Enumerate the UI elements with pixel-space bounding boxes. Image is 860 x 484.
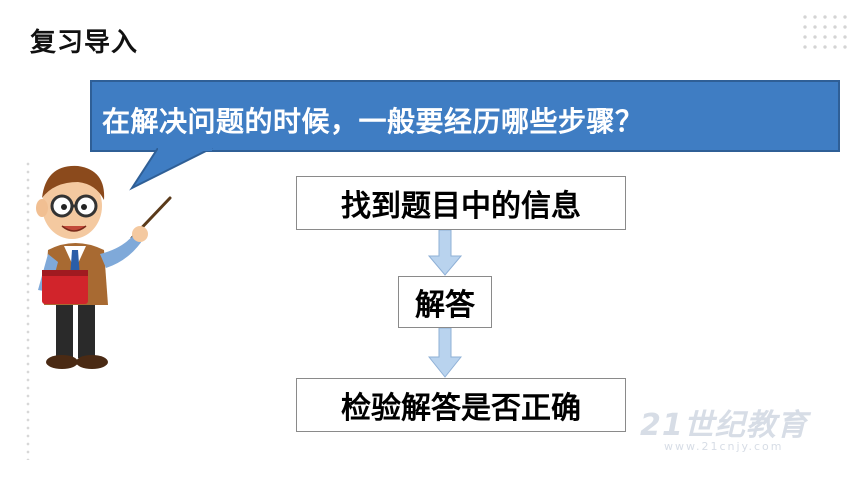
question-text: 在解决问题的时候，一般要经历哪些步骤？ (102, 105, 644, 138)
watermark-logo: 21世纪教育 (640, 408, 808, 443)
speech-bubble (90, 80, 840, 152)
watermark-url: www.21cnjy.com (664, 440, 784, 453)
left-dotted-line (26, 160, 30, 460)
step-box-3: 检验解答是否正确 (296, 378, 626, 432)
section-title: 复习导入 (30, 28, 139, 58)
step-label: 检验解答是否正确 (341, 391, 581, 426)
down-arrow-icon (428, 230, 462, 276)
step-box-1: 找到题目中的信息 (296, 176, 626, 230)
speech-bubble-tail (129, 148, 213, 191)
teacher-illustration (36, 165, 172, 369)
step-label: 找到题目中的信息 (341, 189, 581, 224)
step-box-2: 解答 (398, 276, 492, 328)
down-arrow-icon (428, 328, 462, 378)
dot-grid-decoration (800, 12, 850, 52)
step-label: 解答 (415, 288, 475, 323)
